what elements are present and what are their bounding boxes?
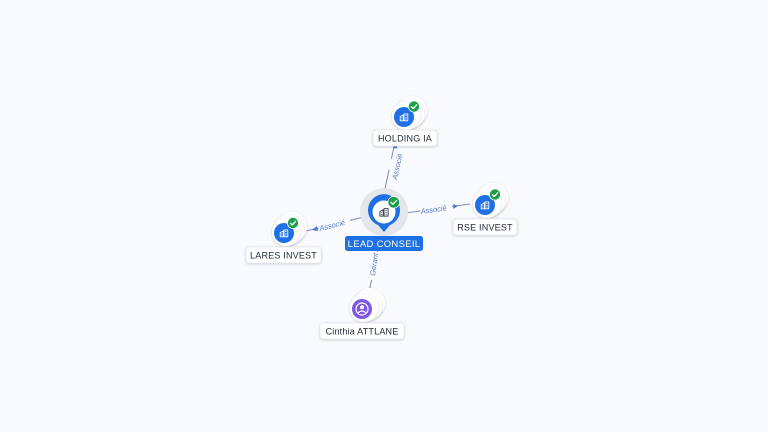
center-node-label: LEAD CONSEIL	[348, 239, 421, 250]
verified-check-icon	[287, 217, 299, 229]
node-label-lares: LARES INVEST	[250, 251, 317, 261]
node-cinthia-attlane[interactable]: Cinthia ATTLANE	[319, 288, 405, 340]
node-rse-invest[interactable]: RSE INVEST	[452, 183, 518, 236]
center-label-badge	[345, 236, 423, 251]
node-lead-conseil[interactable]: LEAD CONSEIL	[345, 188, 423, 251]
arrow-head-rse	[453, 204, 458, 209]
person-icon	[355, 302, 369, 316]
edge-label-rse: Associé	[419, 203, 447, 216]
node-holding-ia[interactable]: HOLDING IA	[372, 96, 438, 147]
verified-check-icon	[408, 100, 420, 113]
node-label-rse: RSE INVEST	[457, 223, 513, 233]
node-lares-invest[interactable]: LARES INVEST	[245, 212, 322, 264]
node-label-holding: HOLDING IA	[378, 134, 432, 144]
verified-check-icon	[489, 188, 501, 201]
edge-lares: Associé	[301, 214, 369, 233]
edge-label-lares: Associé	[317, 218, 346, 233]
node-label-cinthia: Cinthia ATTLANE	[326, 327, 399, 337]
verified-check-icon	[387, 196, 400, 209]
edge-rse: Associé	[397, 200, 471, 216]
arrow-head-lares	[312, 226, 318, 231]
edge-cinthia: Gérant	[368, 249, 380, 293]
edge-label-cinthia: Gérant	[368, 251, 380, 276]
